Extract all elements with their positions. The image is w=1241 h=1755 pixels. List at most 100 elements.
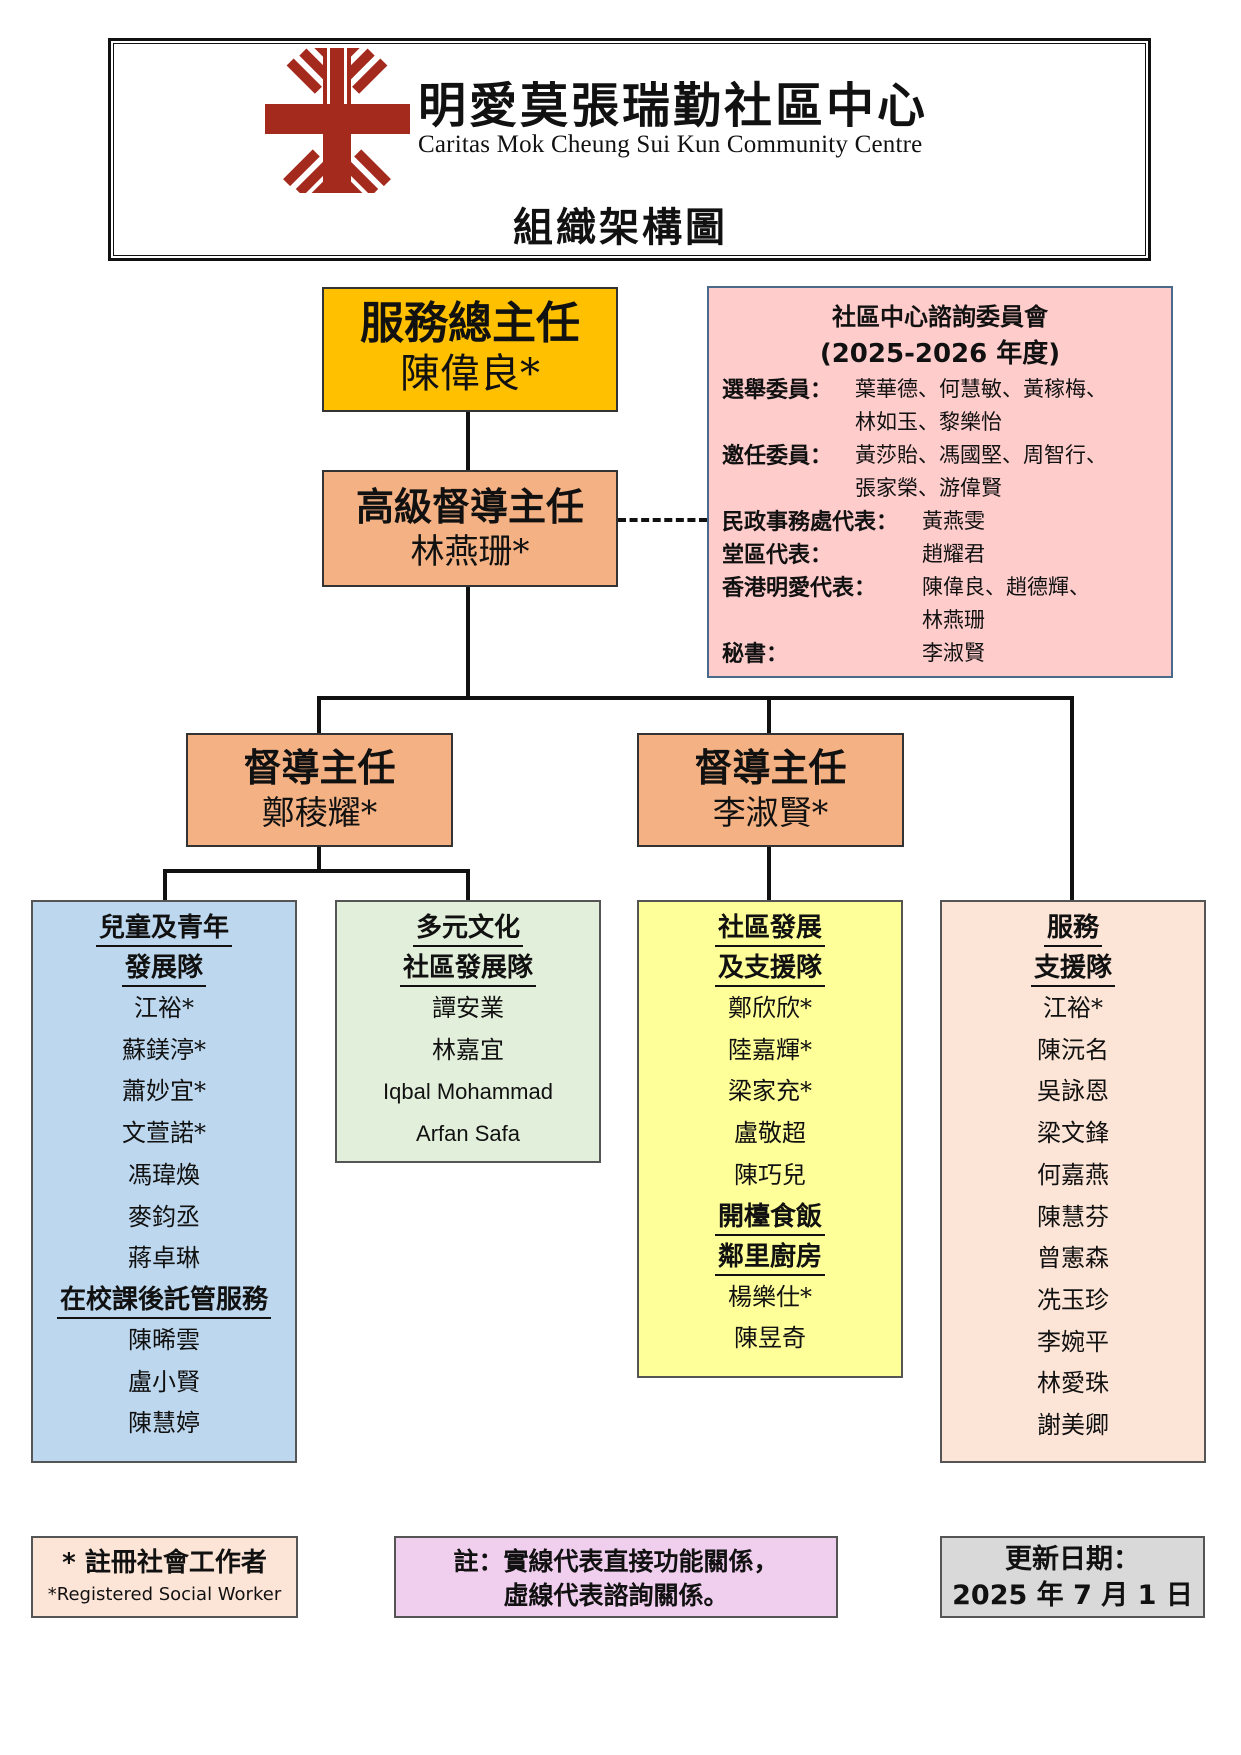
team-heading: 兒童及青年 [31,908,297,948]
team-member: 蘇鎂渟* [122,1035,206,1064]
org-name-english: Caritas Mok Cheung Sui Kun Community Cen… [418,131,923,158]
org-name-chinese: 明愛莫張瑞勤社區中心 [418,78,929,134]
team-member: 曾憲森 [1037,1244,1109,1273]
team-member: 梁文鋒 [1037,1119,1109,1148]
community-team-content: 社區發展 及支援隊 鄭欣欣* 陸嘉輝* 梁家充* 盧敬超 陳巧兒 開檯食飯 鄰里… [637,908,903,1360]
legend-zh: * 註冊社會工作者 [62,1548,267,1578]
team-member: Iqbal Mohammad [383,1079,553,1105]
team-member: 陳慧芬 [1037,1202,1109,1231]
team-heading: 發展隊 [31,948,297,988]
team-member: 冼玉珍 [1037,1285,1109,1314]
senior-supervisor-name: 林燕珊* [410,532,530,572]
connector-sup1-horizontal [163,869,470,873]
team-sub-heading: 開檯食飯 [637,1197,903,1237]
community-team-box [637,900,903,1378]
team-member: 盧敬超 [734,1119,806,1148]
team-member: 何嘉燕 [1037,1160,1109,1189]
team-heading: 社區發展 [637,908,903,948]
team-member: 梁家充* [728,1077,812,1106]
team-member: 鄭欣欣* [728,994,812,1022]
connector-to-sup1 [317,696,321,733]
committee-value: 葉華德、何慧敏、黃稼梅、 [855,377,1107,401]
committee-value: 張家榮、游偉賢 [855,476,1002,500]
multicultural-team-content: 多元文化 社區發展隊 譚安業 林嘉宜 Iqbal Mohammad Arfan … [335,908,601,1155]
supervisor-title: 督導主任 [694,746,847,790]
update-date-box: 更新日期： 2025 年 7 月 1 日 [940,1536,1205,1618]
team-member: 吳詠恩 [1037,1077,1109,1106]
team-member: 盧小賢 [128,1367,200,1396]
connector-to-service-team [1070,696,1074,900]
committee-label-caritas: 香港明愛代表： [722,576,877,601]
committee-label-secretary: 秘書： [722,642,789,667]
header-inner-frame [113,43,1146,256]
connector-sup1-down [317,847,321,871]
team-heading: 多元文化 [335,908,601,948]
team-sub-heading: 鄰里廚房 [637,1237,903,1277]
committee-value: 陳偉良、趙德輝、 [922,575,1090,599]
team-member: 文萱諾* [122,1119,206,1148]
team-member: 陳巧兒 [734,1160,806,1189]
team-member: 李婉平 [1037,1327,1109,1356]
team-member: Arfan Safa [416,1121,520,1147]
team-member: 陸嘉輝* [728,1035,812,1064]
team-member: 謝美卿 [1037,1411,1109,1440]
youth-team-box [31,900,297,1463]
line-legend-note: 註：實線代表直接功能關係， 虛線代表諮詢關係。 [394,1536,838,1618]
team-member: 馮瑋煥 [128,1160,200,1189]
team-heading: 支援隊 [940,948,1206,988]
header-frame [108,38,1151,261]
team-heading: 服務 [940,908,1206,948]
senior-supervisor-title: 高級督導主任 [355,485,584,529]
team-member: 陳慧婷 [128,1409,200,1438]
committee-value: 林如玉、黎樂怡 [855,410,1002,434]
note-line-2: 虛線代表諮詢關係。 [503,1581,729,1610]
supervisor-name: 鄭稜耀* [261,793,378,832]
registered-social-worker-legend: * 註冊社會工作者 *Registered Social Worker [31,1536,298,1618]
connector-director-senior [466,412,470,470]
update-date-label: 更新日期： [1005,1544,1140,1575]
committee-title: 社區中心諮詢委員會 [832,303,1048,331]
connector-senior-branch [466,587,470,699]
team-member: 楊樂仕* [728,1282,812,1311]
connector-to-community-team [767,847,771,900]
team-member: 陳昱奇 [734,1324,806,1353]
team-member: 麥鈞丞 [128,1202,200,1231]
supervisor-box-1: 督導主任 鄭稜耀* [186,733,453,847]
committee-label-home-affairs: 民政事務處代表： [722,510,899,535]
supervisor-name: 李淑賢* [712,793,829,832]
senior-supervisor-box: 高級督導主任 林燕珊* [322,470,618,587]
committee-label-parish: 堂區代表： [722,543,833,568]
committee-value: 李淑賢 [922,641,985,665]
advisory-dashed-line [618,518,707,522]
committee-label-invited: 邀任委員： [722,444,833,469]
team-member: 江裕* [134,994,194,1022]
director-name: 陳偉良* [400,351,540,397]
committee-label-elected: 選舉委員： [722,378,833,403]
team-sub-heading: 在校課後託管服務 [31,1280,297,1320]
service-team-content: 服務 支援隊 江裕* 陳沅名 吳詠恩 梁文鋒 何嘉燕 陳慧芬 曾憲森 冼玉珍 李… [940,908,1206,1447]
caritas-cross-logo-icon [265,48,410,193]
multicultural-team-box [335,900,601,1163]
team-member: 林嘉宜 [432,1035,504,1064]
team-member: 蕭妙宜* [122,1077,206,1106]
supervisor-box-2: 督導主任 李淑賢* [637,733,904,847]
team-member: 蔣卓琳 [128,1244,200,1273]
note-line-1: 註：實線代表直接功能關係， [453,1547,779,1576]
legend-en: *Registered Social Worker [47,1584,282,1605]
committee-year: (2025-2026 年度) [819,339,1061,369]
team-member: 林愛珠 [1037,1369,1109,1398]
team-member: 譚安業 [432,994,504,1022]
connector-to-youth-team [163,869,167,900]
committee-value: 黃莎貽、馮國堅、周智行、 [855,443,1107,467]
connector-to-multicultural-team [466,869,470,900]
team-heading: 及支援隊 [637,948,903,988]
committee-value: 林燕珊 [922,608,985,632]
director-box: 服務總主任 陳偉良* [322,287,618,412]
team-heading: 社區發展隊 [335,948,601,988]
committee-value: 黃燕雯 [922,509,985,533]
team-member: 江裕* [1043,994,1103,1022]
supervisor-title: 督導主任 [243,746,396,790]
youth-team-content: 兒童及青年 發展隊 江裕* 蘇鎂渟* 蕭妙宜* 文萱諾* 馮瑋煥 麥鈞丞 蔣卓琳… [31,908,297,1445]
update-date-value: 2025 年 7 月 1 日 [952,1580,1193,1611]
connector-to-sup2 [767,696,771,733]
